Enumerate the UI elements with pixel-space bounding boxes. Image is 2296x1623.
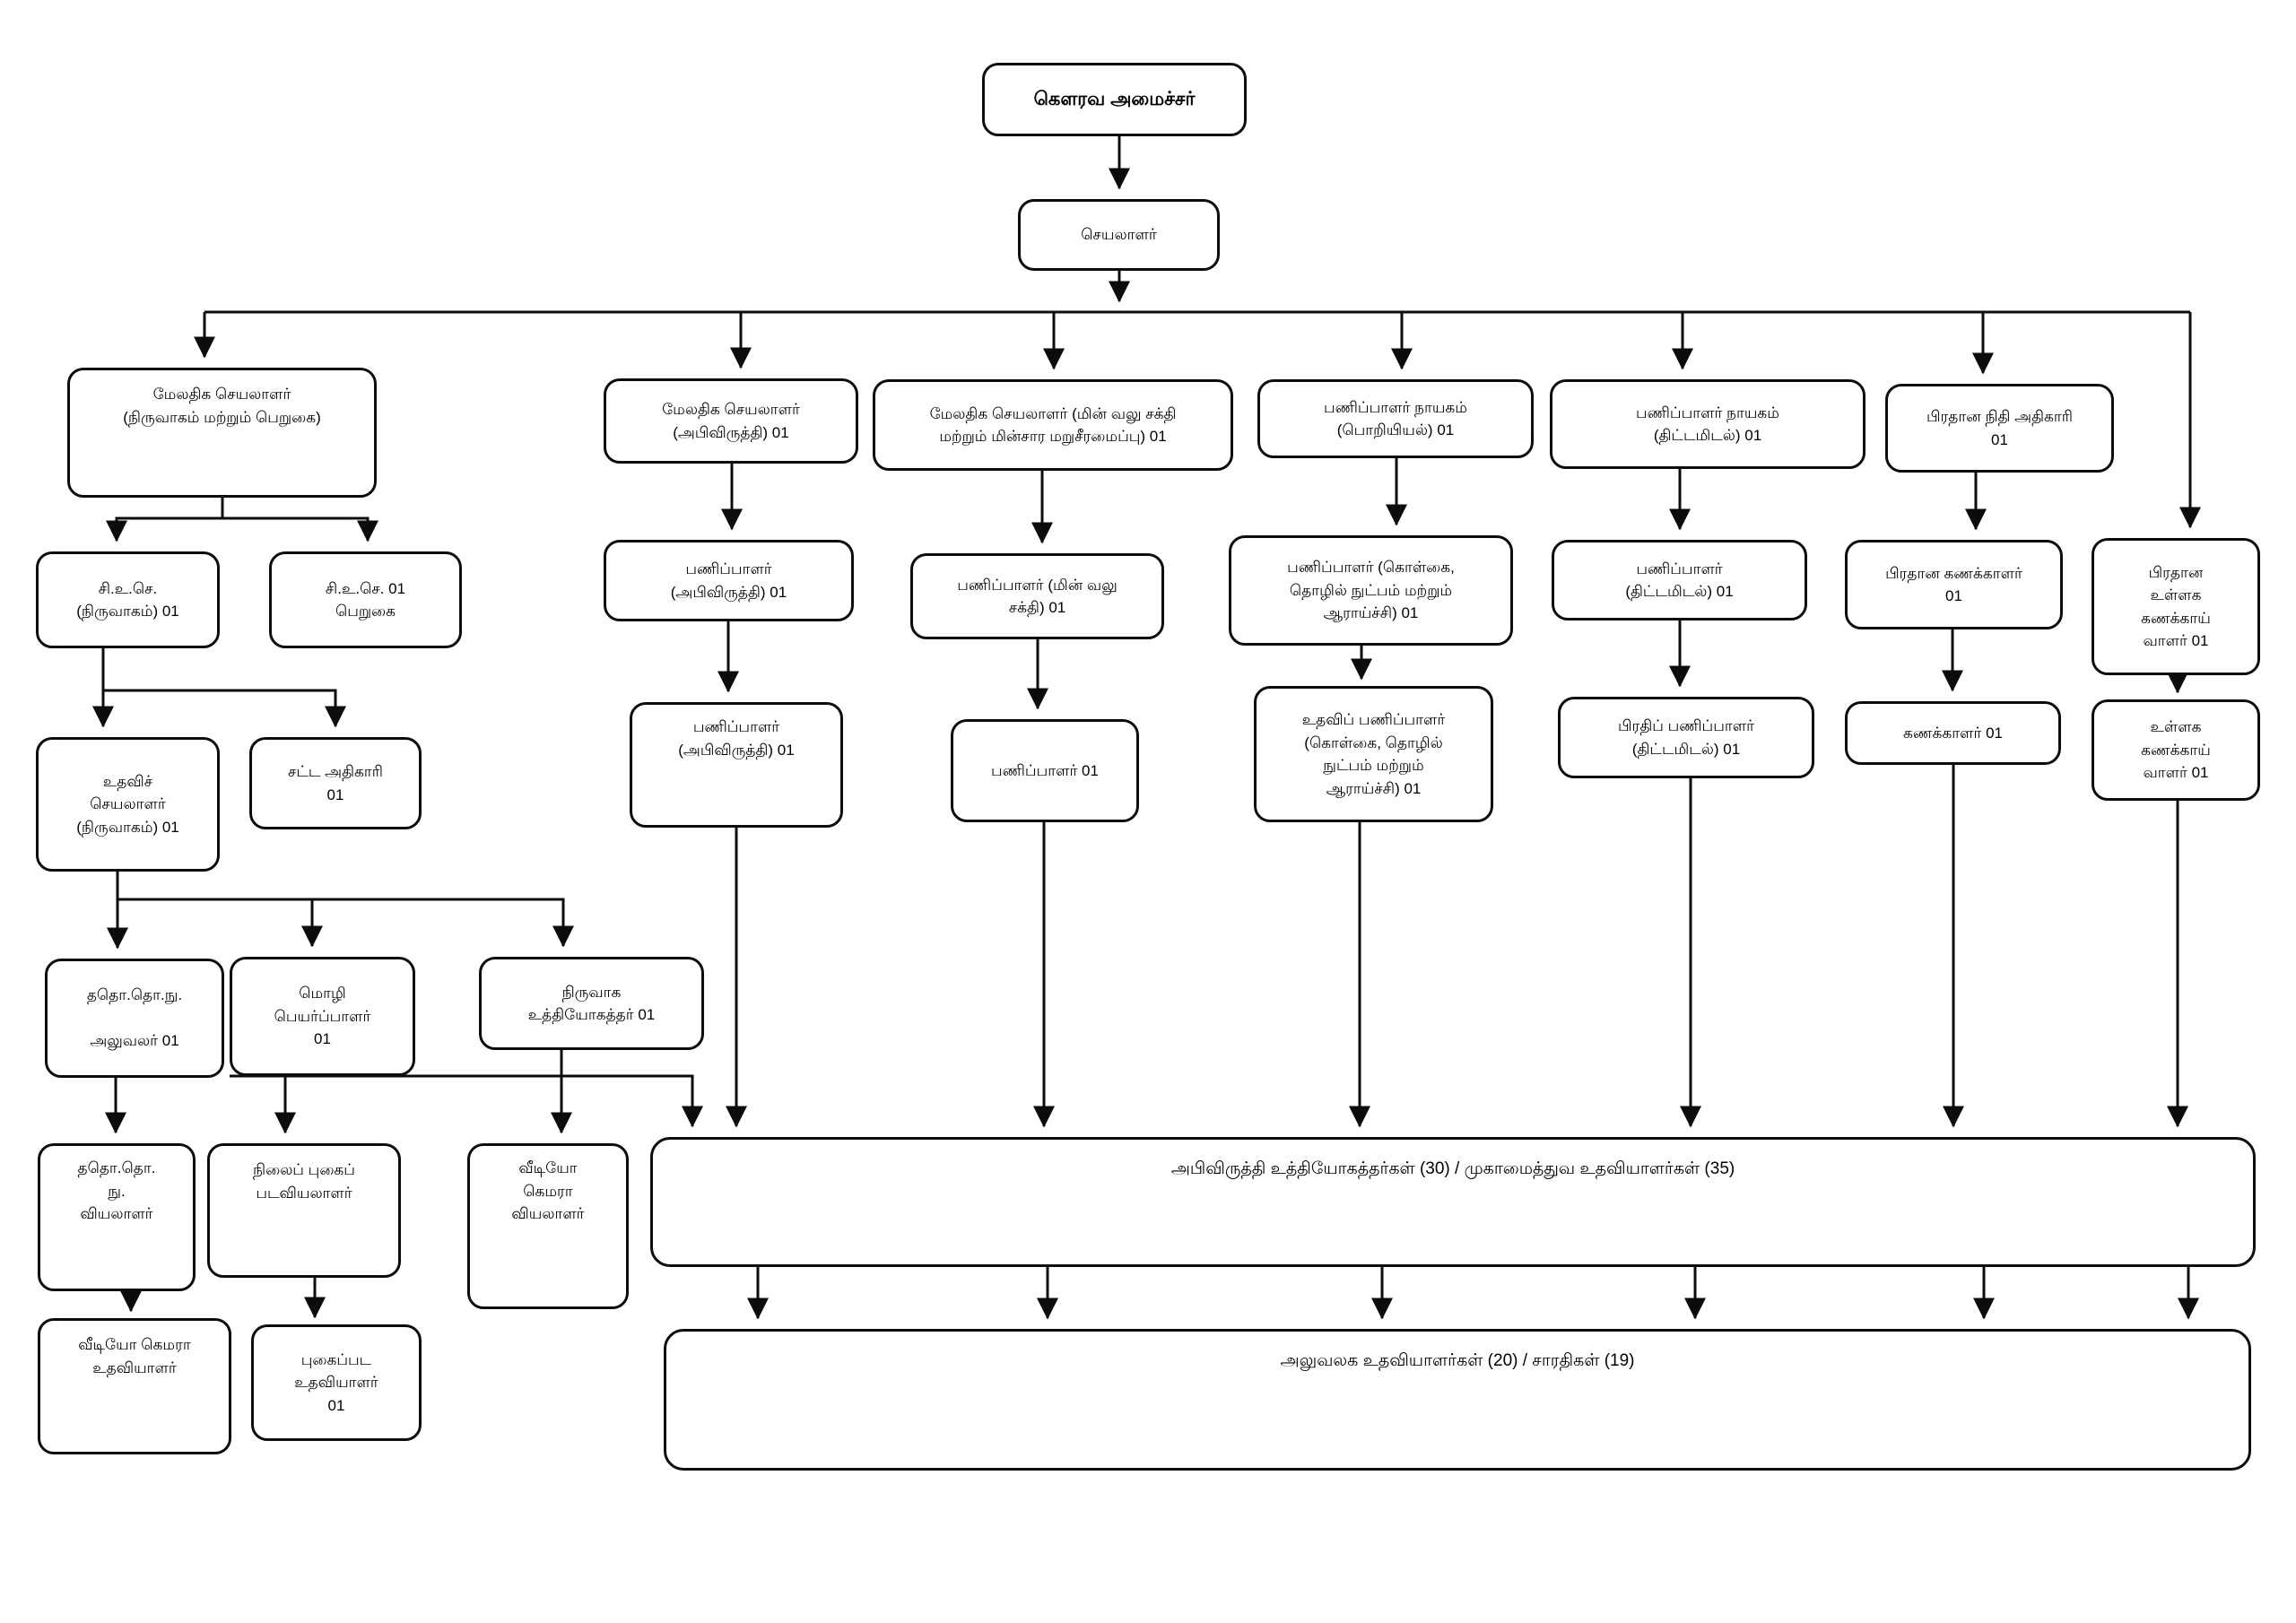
org-node-dir-power-label: பணிப்பாளர் (மின் வலு சக்தி) 01	[957, 576, 1118, 617]
org-node-dg-engineering: பணிப்பாளர் நாயகம் (பொறியியல்) 01	[1257, 379, 1534, 458]
org-node-dir-planning: பணிப்பாளர் (திட்டமிடல்) 01	[1552, 540, 1807, 621]
org-node-still-photographer: நிலைப் புகைப் படவியலாளர்	[207, 1143, 401, 1278]
org-node-photo-assistant: புகைப்பட உதவியாளர் 01	[251, 1324, 422, 1441]
org-node-secretary-label: செயலாளர்	[1081, 226, 1157, 244]
org-node-dir-dev2-label: பணிப்பாளர் (அபிவிருத்தி) 01	[678, 718, 795, 759]
org-node-chief-accountant-label: பிரதான கணக்காளர் 01	[1885, 564, 2022, 605]
org-node-addl-sec-dev-label: மேலதிக செயலாளர் (அபிவிருத்தி) 01	[662, 401, 800, 441]
org-node-dep-dir-planning: பிரதிப் பணிப்பாளர் (திட்டமிடல்) 01	[1558, 697, 1814, 778]
org-node-ceo-procurement: சி.உ.செ. 01 பெறுகை	[269, 551, 462, 648]
org-node-translator: மொழி பெயர்ப்பாளர் 01	[230, 957, 415, 1076]
org-node-minister-label: கௌரவ அமைச்சர்	[1033, 89, 1196, 110]
org-node-chief-finance-officer-label: பிரதான நிதி அதிகாரி 01	[1926, 408, 2073, 448]
org-node-dir-policy: பணிப்பாளர் (கொள்கை, தொழில் நுட்பம் மற்று…	[1229, 535, 1513, 646]
org-node-addl-sec-power-label: மேலதிக செயலாளர் (மின் வலு சக்தி மற்றும் …	[929, 404, 1177, 446]
org-node-ceo-procurement-label: சி.உ.செ. 01 பெறுகை	[325, 579, 406, 621]
org-node-chief-accountant: பிரதான கணக்காளர் 01	[1845, 540, 2063, 629]
org-node-icts-officer-label: ததொ.தொ.நு. அலுவலர் 01	[86, 986, 183, 1050]
org-node-secretary: செயலாளர்	[1018, 199, 1220, 271]
org-node-asst-dir-policy: உதவிப் பணிப்பாளர் (கொள்கை, தொழில் நுட்பம…	[1254, 686, 1493, 822]
dev-officers-bar-label: அபிவிருத்தி உத்தியோகத்தர்கள் (30) / முகா…	[1170, 1159, 1735, 1178]
org-node-chief-internal-auditor: பிரதான உள்ளக கணக்காய் வாளர் 01	[2092, 538, 2260, 675]
org-node-chief-finance-officer: பிரதான நிதி அதிகாரி 01	[1885, 384, 2114, 473]
org-node-dir-dev: பணிப்பாளர் (அபிவிருத்தி) 01	[604, 540, 854, 621]
org-node-icts-technician-label: ததொ.தொ. நு. வியலாளர்	[77, 1159, 156, 1222]
org-node-dg-planning: பணிப்பாளர் நாயகம் (திட்டமிடல்) 01	[1550, 379, 1866, 469]
org-node-dg-engineering-label: பணிப்பாளர் நாயகம் (பொறியியல்) 01	[1324, 398, 1467, 439]
org-node-dir-power: பணிப்பாளர் (மின் வலு சக்தி) 01	[910, 553, 1164, 639]
org-node-ceo-admin-label: சி.உ.செ. (நிருவாகம்) 01	[76, 579, 179, 621]
org-node-minister: கௌரவ அமைச்சர்	[982, 63, 1247, 136]
org-node-dir-power2-label: பணிப்பாளர் 01	[991, 761, 1099, 779]
org-node-addl-sec-admin-label: மேலதிக செயலாளர் (நிருவாகம் மற்றும் பெறுக…	[123, 386, 321, 426]
org-node-dep-dir-planning-label: பிரதிப் பணிப்பாளர் (திட்டமிடல்) 01	[1618, 717, 1754, 758]
org-node-asst-sec-admin-label: உதவிச் செயலாளர் (நிருவாகம்) 01	[76, 772, 179, 836]
org-node-dir-dev-label: பணிப்பாளர் (அபிவிருத்தி) 01	[670, 560, 787, 601]
dev-officers-bar: அபிவிருத்தி உத்தியோகத்தர்கள் (30) / முகா…	[650, 1137, 2256, 1267]
org-node-still-photographer-label: நிலைப் புகைப் படவியலாளர்	[253, 1161, 355, 1202]
org-node-dg-planning-label: பணிப்பாளர் நாயகம் (திட்டமிடல்) 01	[1636, 404, 1779, 445]
org-node-video-camera-operator-label: வீடியோ கெமரா வியலாளர்	[511, 1159, 585, 1222]
org-node-asst-dir-policy-label: உதவிப் பணிப்பாளர் (கொள்கை, தொழில் நுட்பம…	[1301, 711, 1446, 797]
org-node-addl-sec-dev: மேலதிக செயலாளர் (அபிவிருத்தி) 01	[604, 378, 858, 464]
org-node-translator-label: மொழி பெயர்ப்பாளர் 01	[274, 985, 371, 1048]
org-node-legal-officer-label: சட்ட அதிகாரி 01	[287, 763, 383, 803]
org-node-internal-auditor-label: உள்ளக கணக்காய் வாளர் 01	[2141, 718, 2211, 782]
org-node-asst-sec-admin: உதவிச் செயலாளர் (நிருவாகம்) 01	[36, 737, 220, 872]
org-node-photo-assistant-label: புகைப்பட உதவியாளர் 01	[294, 1350, 378, 1414]
org-node-addl-sec-power: மேலதிக செயலாளர் (மின் வலு சக்தி மற்றும் …	[873, 379, 1233, 471]
org-node-icts-officer: ததொ.தொ.நு. அலுவலர் 01	[45, 959, 224, 1078]
org-node-dir-policy-label: பணிப்பாளர் (கொள்கை, தொழில் நுட்பம் மற்று…	[1287, 559, 1455, 622]
org-node-dir-dev2: பணிப்பாளர் (அபிவிருத்தி) 01	[630, 702, 843, 828]
org-node-ceo-admin: சி.உ.செ. (நிருவாகம்) 01	[36, 551, 220, 648]
org-node-internal-auditor: உள்ளக கணக்காய் வாளர் 01	[2092, 699, 2260, 801]
org-node-dir-planning-label: பணிப்பாளர் (திட்டமிடல்) 01	[1625, 560, 1734, 601]
org-node-video-camera-assistant-label: வீடியோ கெமரா உதவியாளர்	[78, 1336, 191, 1376]
office-assistants-bar: அலுவலக உதவியாளர்கள் (20) / சாரதிகள் (19)	[664, 1329, 2251, 1471]
org-node-chief-internal-auditor-label: பிரதான உள்ளக கணக்காய் வாளர் 01	[2141, 563, 2211, 650]
org-node-dir-power2: பணிப்பாளர் 01	[951, 719, 1139, 822]
org-node-accountant-label: கணக்காளர் 01	[1903, 724, 2003, 742]
org-node-video-camera-operator: வீடியோ கெமரா வியலாளர்	[467, 1143, 629, 1309]
office-assistants-bar-label: அலுவலக உதவியாளர்கள் (20) / சாரதிகள் (19)	[1280, 1351, 1635, 1370]
org-node-video-camera-assistant: வீடியோ கெமரா உதவியாளர்	[38, 1318, 231, 1454]
org-node-admin-officer: நிருவாக உத்தியோகத்தர் 01	[479, 957, 704, 1050]
org-node-legal-officer: சட்ட அதிகாரி 01	[249, 737, 422, 829]
org-node-accountant: கணக்காளர் 01	[1845, 701, 2061, 765]
org-node-icts-technician: ததொ.தொ. நு. வியலாளர்	[38, 1143, 196, 1291]
org-node-addl-sec-admin: மேலதிக செயலாளர் (நிருவாகம் மற்றும் பெறுக…	[67, 368, 377, 498]
org-node-admin-officer-label: நிருவாக உத்தியோகத்தர் 01	[527, 983, 656, 1024]
